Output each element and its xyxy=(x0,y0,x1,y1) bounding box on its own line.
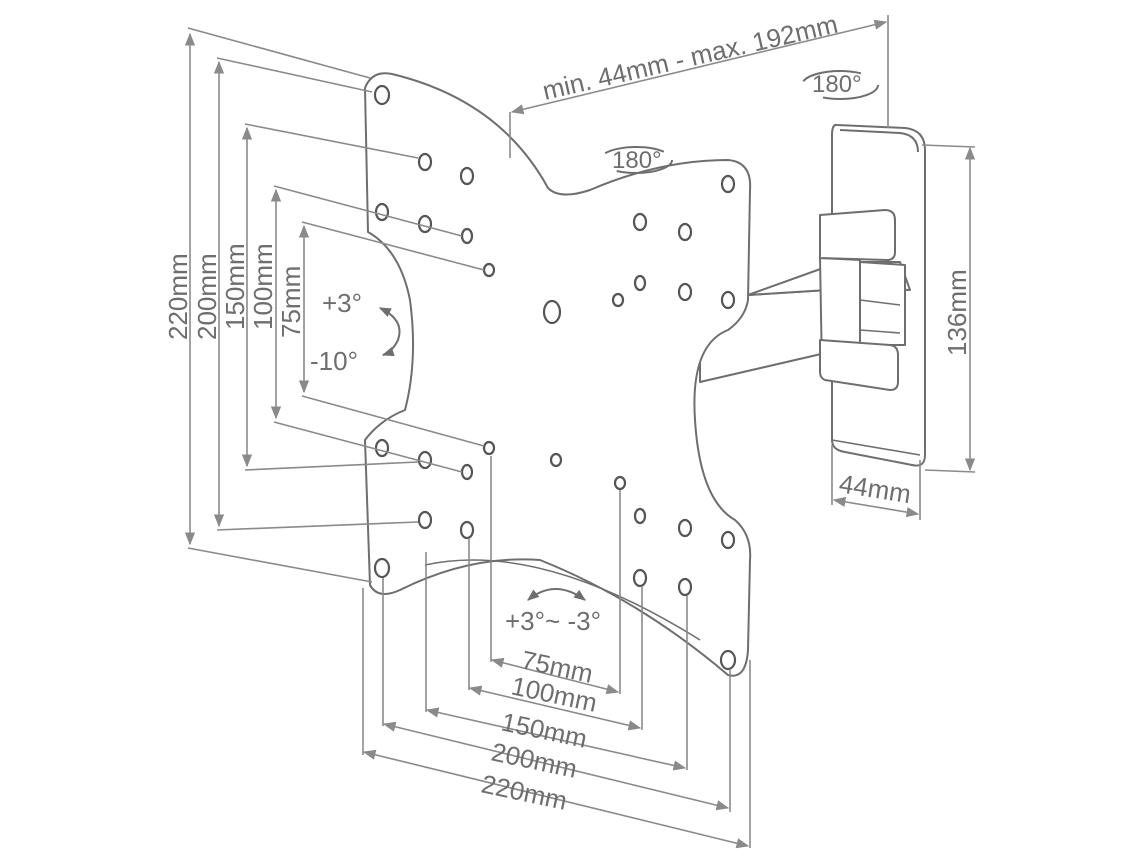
hole xyxy=(611,292,625,308)
dim-label-v75: 75mm xyxy=(276,266,306,338)
hole xyxy=(417,214,433,234)
hole xyxy=(632,212,648,232)
tilt-indicator: +3° -10° xyxy=(310,288,401,376)
hole xyxy=(542,299,562,325)
horizontal-dimensions: 75mm 100mm 150mm 200mm 220mm xyxy=(362,456,751,849)
hole xyxy=(482,262,496,278)
hole xyxy=(677,222,693,242)
hole xyxy=(374,438,390,458)
hole xyxy=(417,510,433,530)
reach-label: min. 44mm - max. 192mm xyxy=(540,9,841,106)
hole xyxy=(633,274,647,292)
tilt-down-label: -10° xyxy=(310,346,358,376)
hole xyxy=(719,649,737,671)
swing-arm xyxy=(699,209,911,391)
rotation-indicator: +3°~ -3° xyxy=(505,588,601,636)
rotation-label: +3°~ -3° xyxy=(505,606,601,636)
hole xyxy=(632,568,648,588)
hole xyxy=(460,463,474,481)
swivel-plate-label: 180° xyxy=(612,147,662,174)
hole xyxy=(677,282,693,302)
swivel-indicator-wall: 180° xyxy=(801,70,879,100)
hole xyxy=(720,174,736,194)
hole xyxy=(460,227,474,245)
dim-label-v200: 200mm xyxy=(192,253,222,340)
hole xyxy=(374,202,390,222)
dim-label-v100: 100mm xyxy=(248,243,278,330)
swivel-indicator-plate: 180° xyxy=(599,146,673,174)
wall-height-label: 136mm xyxy=(942,269,972,356)
hole xyxy=(677,577,693,597)
mounting-holes xyxy=(373,84,737,671)
hole xyxy=(459,520,475,540)
hole xyxy=(720,290,736,310)
hole xyxy=(549,452,563,468)
hole xyxy=(459,166,475,186)
swivel-wall-label: 180° xyxy=(812,71,862,98)
hole xyxy=(373,557,391,579)
dim-label-v220: 220mm xyxy=(163,253,193,340)
hole xyxy=(373,84,391,106)
hole xyxy=(482,440,496,456)
hole xyxy=(677,518,693,538)
hole xyxy=(417,450,433,470)
vertical-dimensions: 220mm 200mm 150mm 100mm 75mm xyxy=(163,27,485,583)
hole xyxy=(720,530,736,550)
tilt-up-label: +3° xyxy=(322,288,362,318)
hole xyxy=(417,152,433,172)
dim-label-v150: 150mm xyxy=(220,243,250,330)
wall-plate-dimensions: 136mm 44mm xyxy=(831,144,976,520)
hole xyxy=(633,507,647,525)
hole xyxy=(613,475,627,491)
